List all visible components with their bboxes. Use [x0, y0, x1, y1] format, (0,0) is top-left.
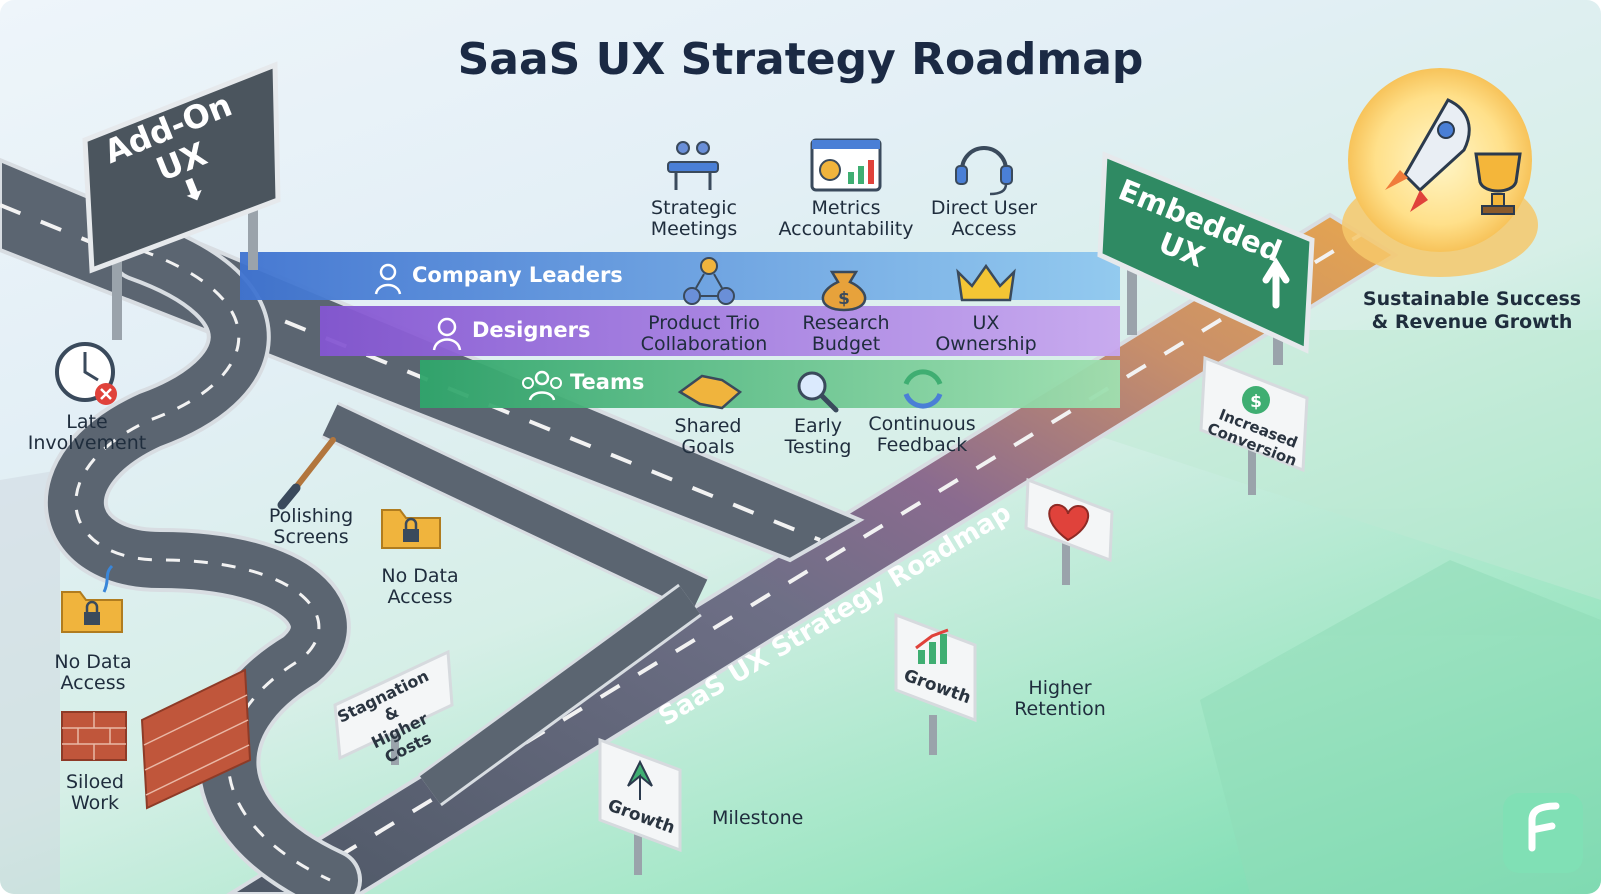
heart-icon [1048, 503, 1089, 542]
brand-logo [1503, 793, 1583, 873]
item-direct-user-access-line-1: Direct User [930, 197, 1038, 219]
band-teams: Teams [570, 370, 645, 394]
item-early-testing-line-1: Early [794, 415, 842, 437]
item-metrics-accountability: Metrics Accountability [779, 198, 914, 240]
item-early-testing: Early Testing [785, 416, 852, 458]
pitfall-no-data-1-line-1: No Data [381, 565, 459, 587]
item-research-budget-line-1: Research [802, 312, 890, 334]
item-ux-ownership: UX Ownership [935, 313, 1036, 355]
pitfall-no-data-2-line-2: Access [60, 672, 126, 694]
item-metrics-line-1: Metrics [811, 197, 881, 219]
item-continuous-feedback: Continuous Feedback [868, 414, 975, 456]
pitfall-late-involvement-line-2: Involvement [27, 432, 147, 454]
item-product-trio-line-1: Product Trio [648, 312, 760, 334]
meeting-icon [667, 141, 719, 190]
pitfall-late-involvement-line-1: Late [66, 411, 108, 433]
brick-walls [61, 668, 252, 810]
outcome-retention-line-1: Higher [1028, 677, 1092, 699]
item-research-budget-line-2: Budget [811, 333, 881, 355]
svg-text:$: $ [838, 289, 850, 309]
item-shared-goals-line-1: Shared [674, 415, 742, 437]
pitfall-no-data-1-line-2: Access [387, 586, 453, 608]
pitfall-late-involvement: Late Involvement [28, 412, 146, 454]
growth-chart-icon [915, 628, 949, 664]
outcome-sustainable-success: Sustainable Success & Revenue Growth [1363, 288, 1581, 334]
item-continuous-feedback-line-2: Feedback [876, 434, 968, 456]
item-shared-goals: Shared Goals [675, 416, 742, 458]
locked-folder-icon [61, 509, 441, 633]
item-continuous-feedback-line-1: Continuous [868, 413, 976, 435]
item-ux-ownership-line-1: UX [972, 312, 1000, 334]
item-strategic-meetings-line-2: Meetings [650, 218, 738, 240]
pitfall-polishing-screens: Polishing Screens [269, 506, 353, 548]
page-title: SaaS UX Strategy Roadmap [457, 34, 1144, 85]
svg-text:$: $ [1250, 392, 1262, 412]
pitfall-polishing-line-2: Screens [273, 526, 349, 548]
pitfall-siloed-line-2: Work [70, 792, 120, 814]
feedback-cycle-icon [903, 369, 943, 409]
person-icons [374, 263, 562, 401]
pitfall-no-data-2-line-1: No Data [54, 651, 132, 673]
pitfall-no-data-access-2: No Data Access [54, 652, 131, 694]
crown-icon [956, 263, 1016, 302]
metrics-dashboard-icon [810, 138, 882, 192]
pitfall-siloed-line-1: Siloed [66, 771, 124, 793]
clock-icon [55, 342, 117, 405]
item-metrics-line-2: Accountability [778, 218, 914, 240]
money-bag-icon: $ [821, 270, 867, 312]
item-product-trio: Product Trio Collaboration [641, 313, 768, 355]
item-strategic-meetings: Strategic Meetings [651, 198, 738, 240]
item-strategic-meetings-line-1: Strategic [651, 197, 737, 219]
embedded-ux-sign [1097, 151, 1315, 365]
up-arrow-icon [627, 759, 653, 800]
pitfall-no-data-access-1: No Data Access [381, 566, 458, 608]
add-on-ux-sign [82, 61, 281, 340]
item-early-testing-line-2: Testing [784, 436, 852, 458]
item-shared-goals-line-2: Goals [681, 436, 735, 458]
product-trio-icon [683, 257, 735, 305]
pitfall-polishing-line-1: Polishing [268, 505, 354, 527]
background-hills [0, 330, 1601, 894]
band-designers: Designers [472, 318, 591, 342]
trophy-icon [1474, 152, 1522, 215]
pitfall-siloed-work: Siloed Work [66, 772, 124, 814]
outcome-retention-line-2: Retention [1014, 698, 1106, 720]
item-direct-user-access: Direct User Access [931, 198, 1037, 240]
item-ux-ownership-line-2: Ownership [935, 333, 1037, 355]
outcome-milestone: Milestone [712, 807, 804, 829]
outcome-sustainable-line-1: Sustainable Success [1362, 288, 1582, 310]
rocket-icon [1385, 98, 1471, 212]
headset-icon [955, 146, 1013, 196]
outcome-sustainable-line-2: & Revenue Growth [1371, 311, 1573, 333]
outcome-higher-retention: Higher Retention [1014, 678, 1106, 720]
magnifier-icon [797, 371, 839, 413]
handshake-icon [677, 374, 743, 410]
item-product-trio-line-2: Collaboration [640, 333, 768, 355]
band-company-leaders: Company Leaders [412, 263, 623, 287]
paintbrush-icon [277, 437, 336, 510]
item-research-budget: Research Budget [802, 313, 889, 355]
dollar-badge-icon: $ [1242, 386, 1270, 414]
item-direct-user-access-line-2: Access [951, 218, 1017, 240]
